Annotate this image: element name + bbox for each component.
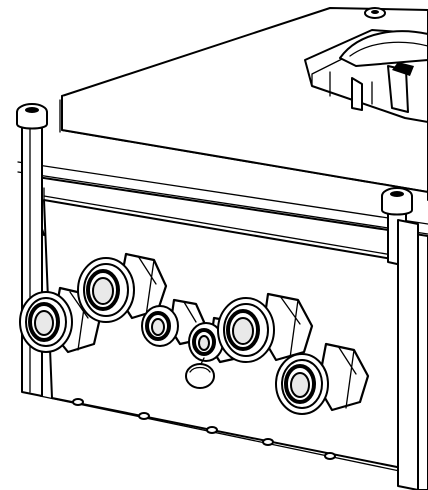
body-bottom-edge: [39, 395, 415, 475]
cable-gland-large-4: [275, 342, 370, 415]
cable-gland-large-3: [217, 292, 314, 363]
lid-screw-top: [364, 7, 386, 19]
lid-front-band: [61, 95, 428, 201]
rotary-switch-icon: [304, 29, 428, 123]
body-feet: [72, 398, 336, 460]
cable-gland-large-2: [77, 252, 168, 323]
cable-gland-large-1: [19, 286, 102, 354]
gasket-band: [17, 161, 428, 259]
cable-gland-small-1: [141, 298, 206, 347]
corner-column-right: [381, 187, 419, 490]
protective-cap-icon: [185, 357, 215, 389]
